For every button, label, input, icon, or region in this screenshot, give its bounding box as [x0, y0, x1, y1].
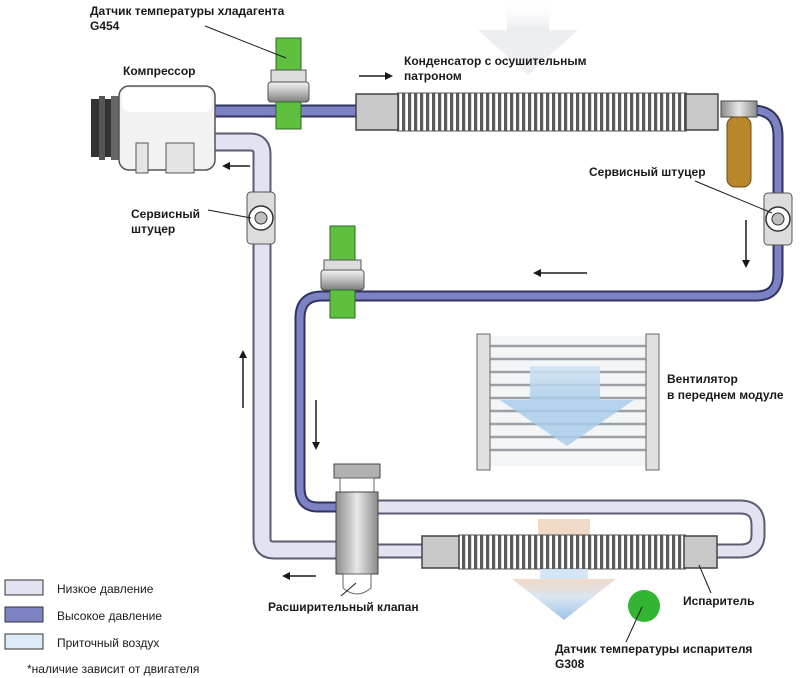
label-condenser-line1: Конденсатор с осушительным — [404, 54, 587, 68]
label-fan-line2: в переднем модуле — [667, 388, 784, 402]
svg-text:Высокое давление: Высокое давление — [57, 609, 162, 623]
flow-arrows — [222, 72, 750, 580]
low-pressure-lines — [212, 132, 766, 560]
service-port-left — [246, 191, 276, 245]
label-service-port-right: Сервисный штуцер — [589, 165, 706, 179]
legend: Низкое давление Высокое давление Приточн… — [4, 579, 199, 676]
legend-item-intake-air: Приточный воздух — [4, 633, 159, 650]
label-refrigerant-sensor-title: Датчик температуры хладагента — [90, 4, 285, 18]
high-pressure-lines — [212, 104, 784, 513]
label-service-port-left-line1: Сервисный — [131, 207, 200, 221]
legend-item-low-pressure: Низкое давление — [4, 579, 154, 596]
label-evap-sensor-title: Датчик температуры испарителя — [555, 642, 752, 656]
evaporator — [421, 519, 718, 620]
label-fan-line1: Вентилятор — [667, 372, 738, 386]
front-module-fan — [476, 333, 660, 471]
label-expansion-valve: Расширительный клапан — [268, 600, 419, 614]
label-condenser-line2: патроном — [404, 69, 462, 83]
label-evap-sensor-code: G308 — [555, 657, 585, 671]
legend-footnote: *наличие зависит от двигателя — [27, 662, 199, 676]
label-refrigerant-sensor-code: G454 — [90, 19, 120, 33]
compressor — [91, 85, 216, 174]
service-port-right — [763, 192, 793, 246]
leader-lines — [204, 25, 773, 643]
pressure-line-sensor — [320, 225, 365, 319]
svg-text:Приточный воздух: Приточный воздух — [57, 636, 159, 650]
legend-item-high-pressure: Высокое давление — [4, 606, 162, 623]
label-compressor: Компрессор — [123, 64, 195, 78]
evaporator-temperature-sensor-g308 — [628, 590, 660, 622]
background-air-arrow — [478, 0, 578, 75]
label-evaporator: Испаритель — [683, 594, 754, 608]
condenser — [355, 92, 758, 188]
label-service-port-left-line2: штуцер — [131, 222, 175, 236]
expansion-valve — [333, 463, 381, 595]
svg-text:Низкое давление: Низкое давление — [57, 582, 154, 596]
